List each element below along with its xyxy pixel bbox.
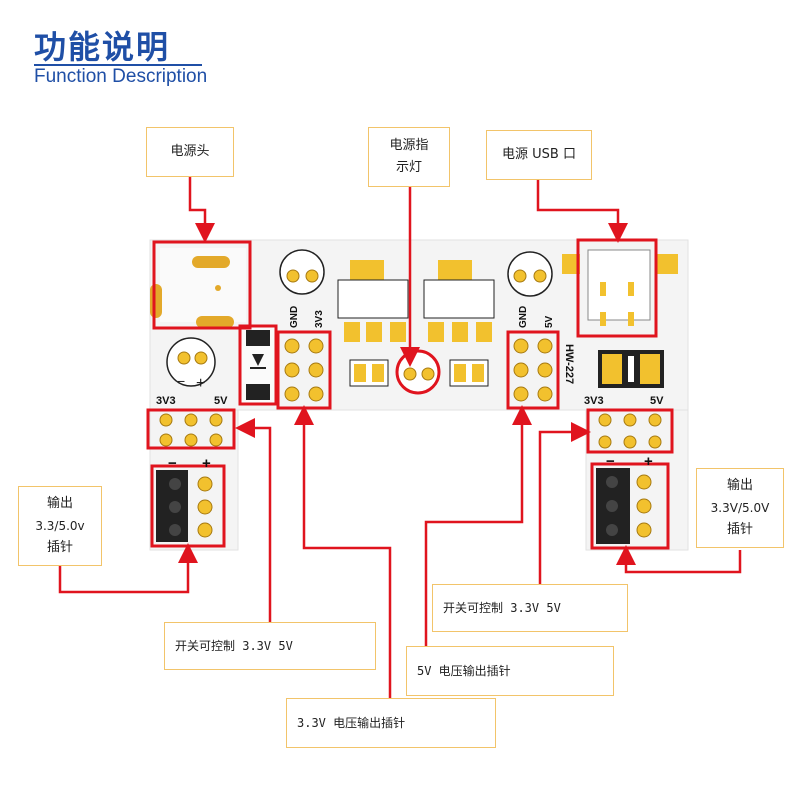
smd-pads [349,359,489,387]
capacitor-top-a [279,249,325,295]
callout-power-led-line2: 示灯 [395,160,422,175]
callout-output-right-line1: 输出 [726,478,753,493]
highlight-5v-pins [506,330,560,410]
callout-output-left-line1: 输出 [46,496,73,511]
silk-5v-left: 5V [214,395,228,407]
callout-output-right-line3: 插针 [726,522,753,537]
page-title: 功能说明 [34,28,171,66]
silk-minus-left: − [168,455,177,472]
capacitor-top-b [507,251,553,297]
callout-output-left-line3: 插针 [46,540,73,555]
callout-output-left-line2: 3.3/5.0v [35,519,85,533]
silk-plus-right: + [644,453,653,470]
callout-usb-port-text: 电源 USB 口 [502,147,576,162]
silk-plus-left: + [202,455,211,472]
silk-plus-cap-left: + [196,375,205,392]
leader-output-right [616,545,742,574]
callout-3v3-pins-text: 3.3V 电压输出插针 [297,716,406,730]
highlight-switch-left [146,408,236,450]
callout-switch-right-text: 开关可控制 3.3V 5V [443,601,561,615]
output-header-left [156,470,213,542]
power-jack-footprint [150,248,246,328]
silk-5v-right: 5V [650,395,664,407]
switch-pins-left [159,413,223,447]
callout-power-jack: 电源头 [146,127,234,177]
callout-power-led: 电源指 示灯 [368,127,450,187]
leader-3v3-pins [294,405,392,698]
pin-block-3v3 [284,338,324,402]
callout-power-jack-text: 电源头 [170,144,210,159]
callout-usb-port: 电源 USB 口 [486,130,592,180]
callout-3v3-pins: 3.3V 电压输出插针 [286,698,496,748]
silk-5v-b: 5V [544,315,555,328]
output-header-right [596,468,652,544]
switch-component-right [598,350,664,388]
title-divider [34,64,202,66]
leader-usb [536,178,628,243]
silk-3v3-left: 3V3 [156,395,176,407]
silk-model: HW-227 [563,344,575,384]
callout-power-led-line1: 电源指 [389,138,429,153]
power-led [395,349,441,395]
leader-lines [58,176,742,698]
callout-switch-right: 开关可控制 3.3V 5V [432,584,628,632]
silk-gnd-a: GND [289,306,300,328]
silk-minus-cap-left: − [177,373,185,389]
switch-pins-right [598,413,662,449]
callout-5v-pins: 5V 电压输出插针 [406,646,614,696]
leader-output-left [58,543,198,594]
leader-switch-left [235,418,272,624]
leader-power-jack [188,176,215,243]
leader-5v-pins [424,405,532,646]
pin-block-5v [513,338,553,402]
diode-component [238,324,278,406]
silk-minus-right: − [606,453,615,470]
leader-switch-right [538,422,591,584]
callout-5v-pins-text: 5V 电压输出插针 [417,664,511,678]
silk-gnd-b: GND [518,306,529,328]
callout-switch-left-text: 开关可控制 3.3V 5V [175,639,293,653]
page-subtitle: Function Description [34,66,208,87]
silk-3v3-right: 3V3 [584,395,604,407]
capacitor-left: − + [166,337,216,392]
regulator-pads [337,260,495,342]
callout-output-left: 输出 3.3/5.0v 插针 [18,486,102,566]
callout-output-right-line2: 3.3V/5.0V [710,501,770,515]
callout-switch-left: 开关可控制 3.3V 5V [164,622,376,670]
silk-3v3-a: 3V3 [314,310,325,328]
callout-output-right: 输出 3.3V/5.0V 插针 [696,468,784,548]
